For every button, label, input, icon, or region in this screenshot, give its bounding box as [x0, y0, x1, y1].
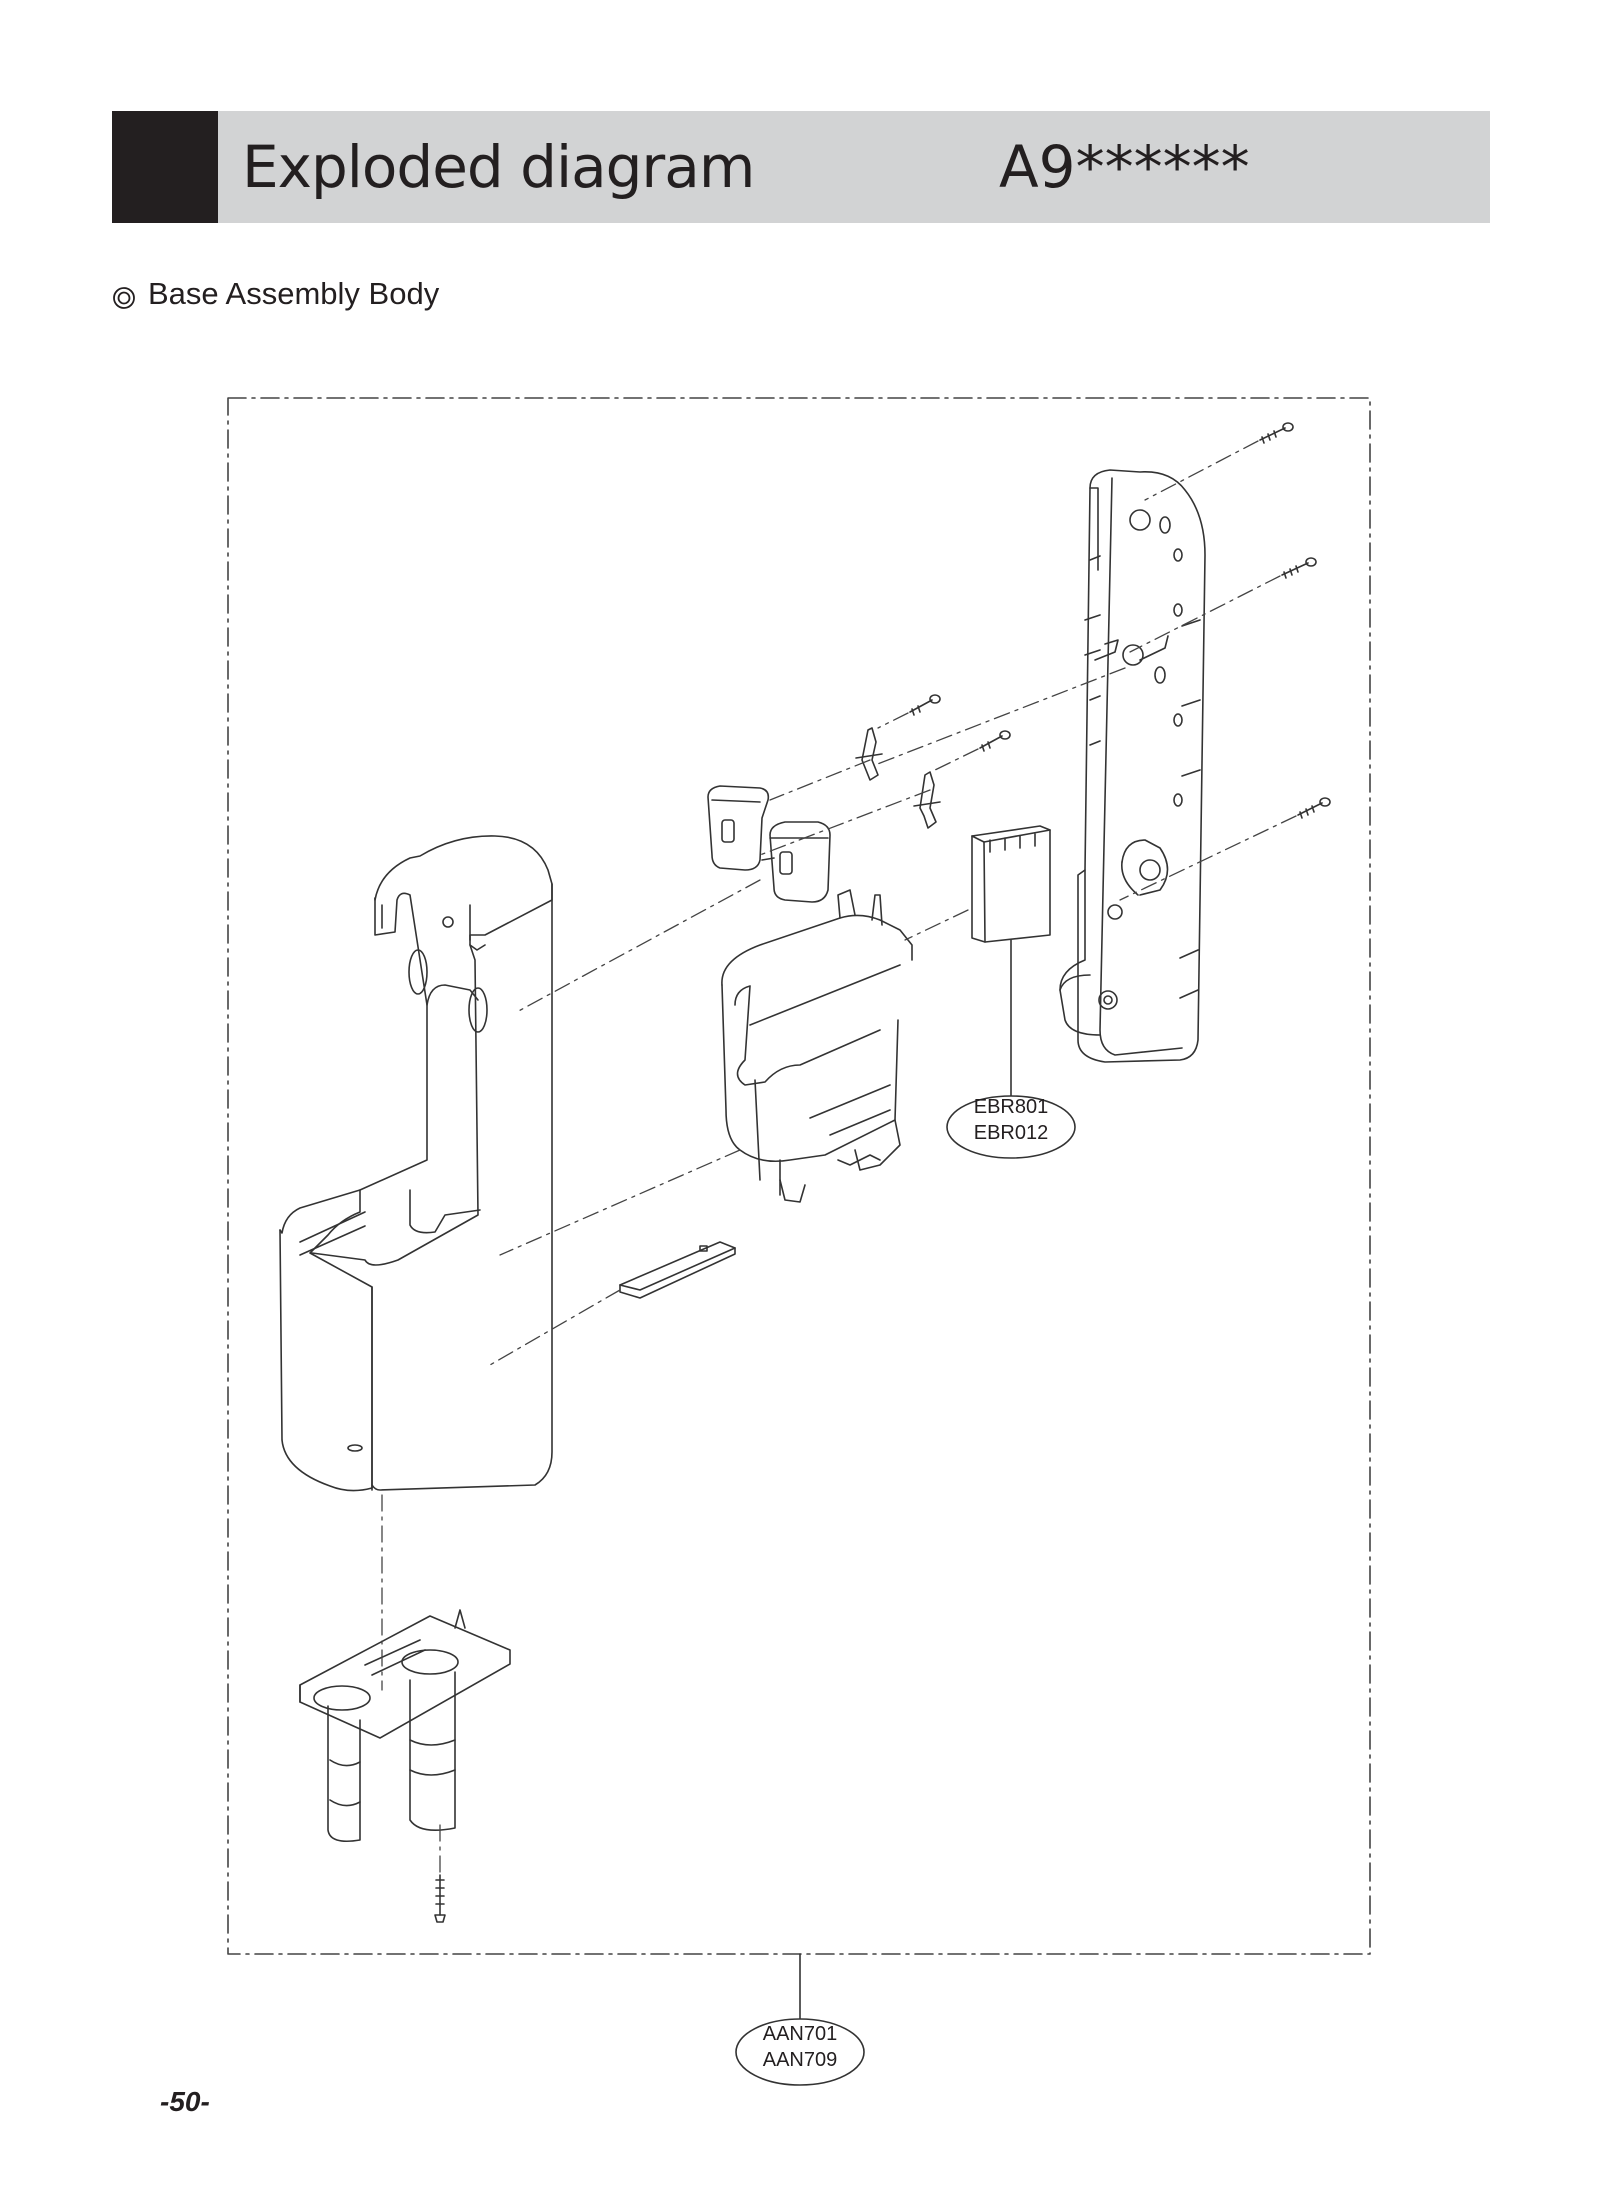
- screw-mid-right: [1281, 557, 1317, 579]
- assembly-callout-line2: AAN709: [763, 2049, 838, 2071]
- board-callout-line1: EBR801: [974, 1096, 1049, 1118]
- assembly-frame: [227, 397, 1371, 1955]
- inner-bracket: [721, 889, 913, 1203]
- bottom-base: [299, 1609, 511, 1843]
- section-heading: Base Assembly Body: [112, 276, 439, 312]
- assembly-lines: [381, 440, 1297, 1873]
- bottom-screw: [434, 1874, 446, 1923]
- page-header: Exploded diagram A9******: [112, 111, 1490, 223]
- screw-clip-upper: [909, 694, 941, 716]
- main-housing: [279, 835, 553, 1492]
- page-title: Exploded diagram: [242, 133, 755, 201]
- clip-lower: [913, 771, 941, 829]
- model-code: A9******: [999, 133, 1250, 201]
- board-callout: [946, 1095, 1076, 1159]
- screw-lower-right: [1297, 797, 1331, 819]
- section-heading-text: Base Assembly Body: [148, 276, 440, 311]
- header-block: [112, 111, 218, 223]
- page-number: -50-: [160, 2086, 210, 2117]
- connector-right: [761, 821, 831, 903]
- connector-left: [707, 785, 770, 871]
- back-panel: [1059, 469, 1206, 1063]
- board-callout-line2: EBR012: [974, 1122, 1049, 1144]
- assembly-callout: [735, 2018, 865, 2086]
- screw-top-right: [1259, 422, 1294, 444]
- screw-clip-lower: [979, 730, 1011, 752]
- assembly-callout-line1: AAN701: [763, 2023, 838, 2045]
- circuit-board: [971, 825, 1051, 943]
- strip-sensor: [619, 1241, 736, 1299]
- clip-upper: [855, 727, 883, 781]
- double-circle-icon: [112, 282, 136, 309]
